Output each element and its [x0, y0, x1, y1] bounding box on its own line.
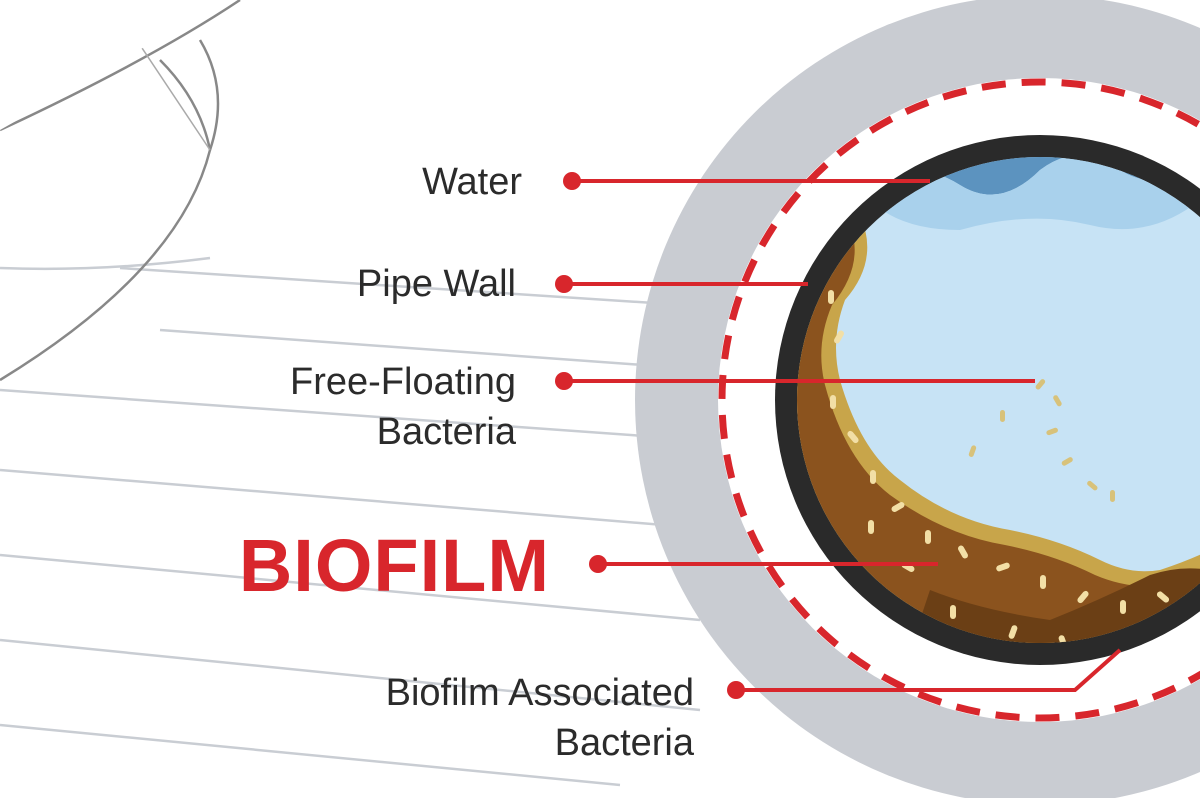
label-free-floating-bacteria: Free-Floating Bacteria [290, 357, 516, 457]
label-pipe-wall: Pipe Wall [357, 259, 516, 309]
label-biofilm-associated-bacteria: Biofilm Associated Bacteria [386, 668, 694, 768]
pipe-cross-section [635, 0, 1200, 798]
label-water: Water [422, 157, 522, 207]
label-biofilm: BIOFILM [239, 526, 550, 606]
